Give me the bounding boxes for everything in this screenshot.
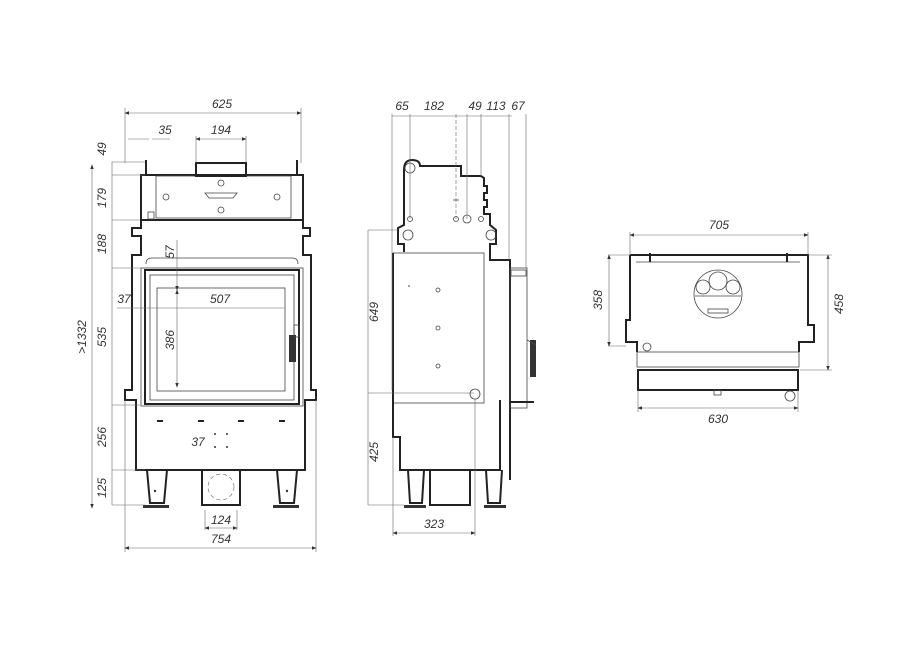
dim-358: 358 — [591, 290, 605, 310]
front-view: 625 35 194 49 179 188 535 256 125 >1332 … — [75, 97, 317, 552]
dim-37-inlet: 37 — [191, 435, 206, 449]
dim-323: 323 — [424, 517, 444, 531]
dim-113: 113 — [486, 99, 505, 113]
dim-256: 256 — [95, 427, 109, 448]
dim-194: 194 — [211, 123, 231, 137]
dim-535: 535 — [95, 327, 109, 347]
dim-35: 35 — [158, 123, 172, 137]
dim-49-side: 49 — [468, 99, 482, 113]
dim-625: 625 — [212, 97, 232, 111]
dim-182: 182 — [424, 99, 444, 113]
dim-179: 179 — [95, 188, 109, 208]
dim-37-left: 37 — [117, 292, 132, 306]
dim-67: 67 — [511, 99, 526, 113]
dim-188: 188 — [95, 234, 109, 254]
side-view: 65 182 49 113 67 649 425 323 — [367, 99, 537, 536]
dim-49: 49 — [95, 142, 109, 156]
dim-124: 124 — [211, 513, 231, 527]
top-view: 705 358 458 630 — [591, 218, 846, 426]
dim-630: 630 — [708, 412, 728, 426]
dim-total-height: >1332 — [75, 320, 89, 354]
dim-386: 386 — [163, 330, 177, 350]
dim-425: 425 — [367, 442, 381, 462]
dim-754: 754 — [211, 532, 231, 546]
dim-649: 649 — [367, 302, 381, 322]
dim-57: 57 — [163, 244, 177, 259]
dim-705: 705 — [709, 218, 729, 232]
dim-458: 458 — [832, 294, 846, 314]
dim-125: 125 — [95, 478, 109, 498]
dim-65: 65 — [395, 99, 409, 113]
dim-507: 507 — [210, 292, 231, 306]
